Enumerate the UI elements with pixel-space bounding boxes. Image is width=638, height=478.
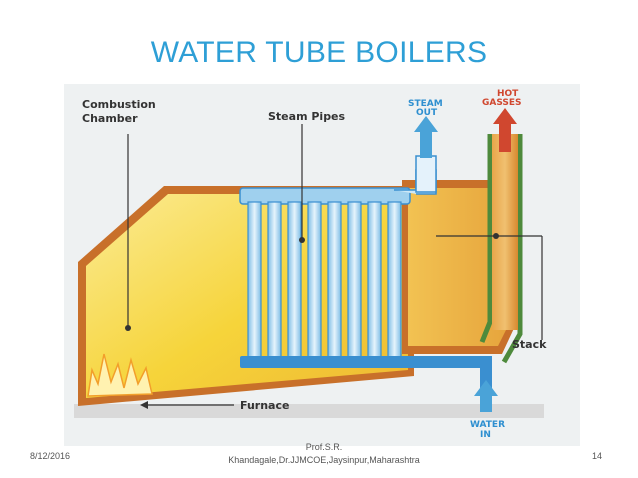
label-combustion-line1: Combustion xyxy=(82,98,156,111)
stack-wall-right xyxy=(501,134,523,364)
label-hot-gasses-line2: GASSES xyxy=(482,98,522,108)
label-water-in-line2: IN xyxy=(480,430,491,440)
stack xyxy=(492,134,518,330)
label-steam-out-line2: OUT xyxy=(416,108,438,118)
hot-gasses-arrow xyxy=(493,108,517,152)
label-water-in-line1: WATER xyxy=(470,420,505,430)
footer-date: 8/12/2016 xyxy=(30,451,71,461)
steam-pipes-marker xyxy=(299,237,305,243)
furnace-flames xyxy=(87,353,153,397)
footer-author: Prof.S.R. Khandagale,Dr.JJMCOE,Jaysinpur… xyxy=(228,442,420,465)
label-hot-gasses-line1: HOT xyxy=(497,89,519,99)
label-steam-pipes: Steam Pipes xyxy=(268,110,346,123)
furnace-arrowhead xyxy=(140,401,148,409)
stack-wall-left xyxy=(479,134,493,343)
water-drum xyxy=(240,356,454,368)
slide-title: WATER TUBE BOILERS xyxy=(150,36,488,69)
flue-box xyxy=(408,152,510,346)
stack-marker xyxy=(493,233,499,239)
label-stack: Stack xyxy=(512,338,547,351)
water-inlet-pipe xyxy=(452,356,492,390)
label-steam-out-line1: STEAM xyxy=(408,99,443,109)
steam-pipes xyxy=(247,201,402,363)
boiler-base xyxy=(74,404,544,418)
boiler-illustration: Combustion Chamber Steam Pipes Stack Fur… xyxy=(64,84,580,446)
boiler-diagram: Combustion Chamber Steam Pipes Stack Fur… xyxy=(64,84,580,446)
page-number: 14 xyxy=(592,451,603,461)
label-furnace: Furnace xyxy=(240,399,289,412)
combustion-marker xyxy=(125,325,131,331)
steam-outlet-riser xyxy=(415,155,437,193)
label-combustion-line2: Chamber xyxy=(82,112,138,125)
steam-out-arrow xyxy=(414,116,438,158)
water-in-arrow xyxy=(474,380,498,412)
label-leaders xyxy=(127,124,543,406)
steam-drum xyxy=(239,187,411,205)
